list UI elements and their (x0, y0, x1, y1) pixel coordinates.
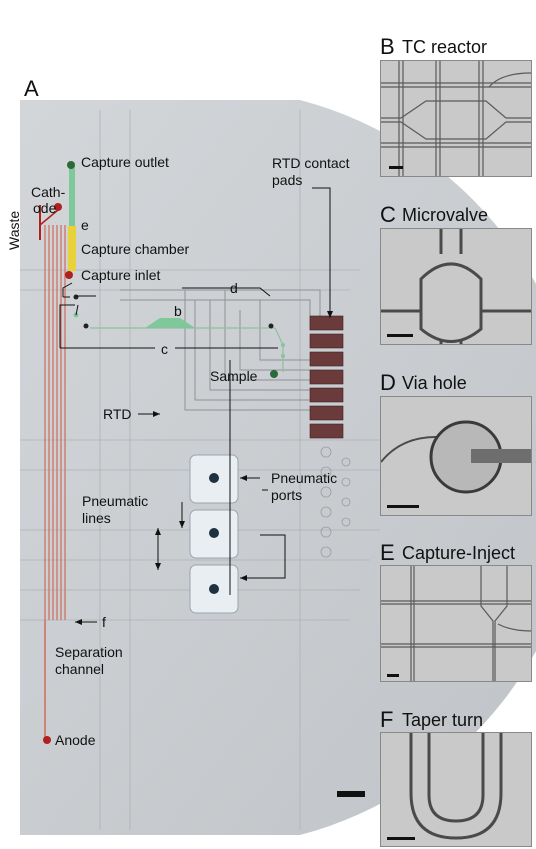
label-d: d (230, 280, 238, 296)
label-cathode-line2: ode (33, 200, 57, 216)
annotation-arrowheads (75, 311, 333, 625)
label-pneumatic-ports-line2: ports (271, 487, 303, 503)
label-separation-channel-line2: channel (55, 661, 105, 677)
sample-port (270, 370, 278, 378)
label-pneumatic-ports-line1: Pneumatic (271, 470, 338, 486)
label-f: f (102, 614, 106, 630)
panel-letter-f: F (380, 707, 394, 732)
panel-letter-a: A (24, 76, 39, 101)
capture-inlet-port (65, 271, 73, 279)
panel-letter-c: C (380, 202, 396, 227)
panel-title-e: Capture-Inject (402, 543, 516, 563)
label-capture-outlet: Capture outlet (81, 154, 169, 170)
scale-bar-b (389, 166, 403, 169)
tc-reactor (145, 318, 195, 328)
scale-bar-a (337, 791, 365, 797)
scale-bar-e (387, 674, 399, 677)
separation-channel (44, 225, 66, 620)
label-waste: Waste (6, 210, 22, 250)
pneumatic-ports (189, 454, 239, 614)
label-rtd-contact-pads-line2: pads (272, 172, 303, 188)
micrograph-microvalve (380, 228, 532, 345)
label-pneumatic-lines-line1: Pneumatic (82, 493, 149, 509)
label-pneumatic-lines-line2: lines (82, 510, 111, 526)
scale-bar-f (387, 837, 415, 840)
label-e: e (81, 217, 89, 233)
via-holes (320, 446, 351, 558)
label-c: c (161, 341, 168, 357)
panel-title-f: Taper turn (402, 710, 484, 730)
label-capture-chamber: Capture chamber (81, 241, 190, 257)
micrograph-via-hole (380, 396, 532, 516)
panel-letter-e: E (380, 540, 395, 565)
panel-letter-b: B (380, 34, 395, 59)
anode-port (43, 736, 51, 744)
label-cathode-line1: Cath- (31, 184, 66, 200)
micrograph-taper-turn (380, 732, 532, 847)
panel-title-d: Via hole (402, 373, 467, 393)
cathode-port (54, 203, 62, 211)
label-anode: Anode (55, 732, 96, 748)
capture-chamber (68, 226, 76, 271)
capture-outlet-channel (69, 165, 75, 227)
panel-letter-d: D (380, 370, 396, 395)
capture-outlet-port (67, 161, 75, 169)
label-sample: Sample (210, 368, 258, 384)
label-rtd-contact-pads-line1: RTD contact (272, 155, 350, 171)
micrograph-capture-inject (380, 565, 532, 682)
panel-title-c: Microvalve (402, 205, 489, 225)
scale-bar-d (387, 505, 419, 508)
rtd-contact-pads (309, 315, 344, 439)
valve-dot (73, 294, 79, 300)
label-separation-channel-line1: Separation (55, 644, 123, 660)
micrograph-tc-reactor (380, 60, 532, 177)
panel-title-b: TC reactor (402, 37, 488, 57)
scale-bar-c (387, 334, 413, 337)
rtd-lines (120, 289, 321, 411)
label-rtd: RTD (103, 406, 132, 422)
label-capture-inlet: Capture inlet (81, 267, 161, 283)
label-b: b (174, 303, 182, 319)
